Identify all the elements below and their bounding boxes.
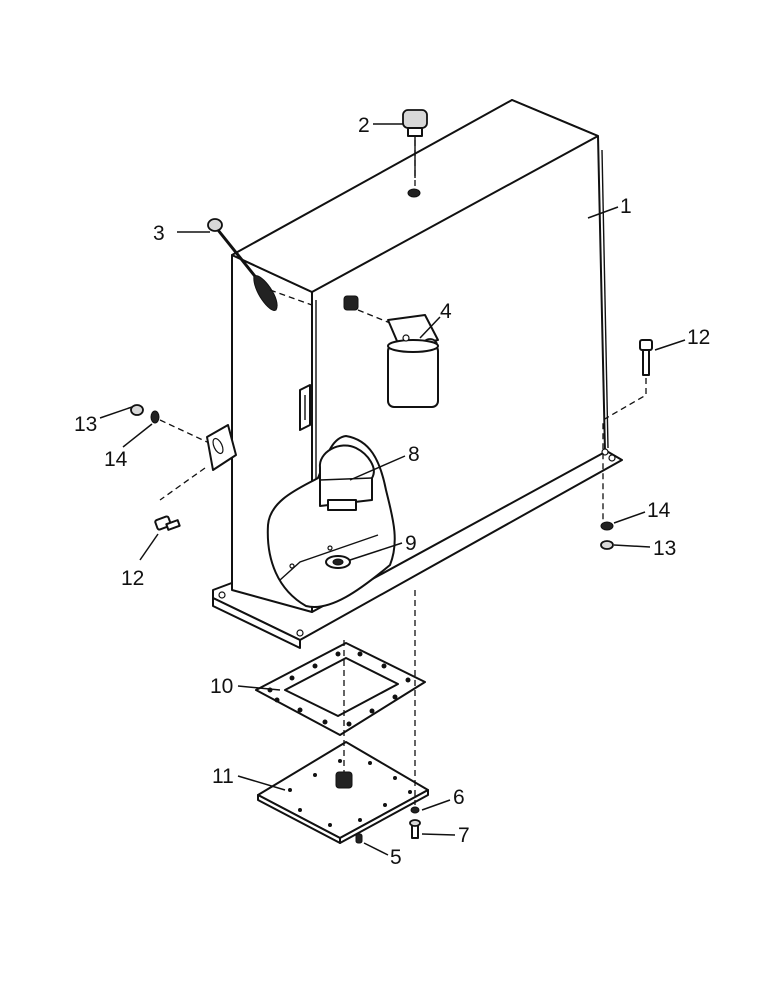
washer-6 bbox=[410, 806, 420, 814]
callout-12-right: 12 bbox=[687, 326, 710, 349]
callout-14-right: 14 bbox=[647, 499, 671, 522]
callout-7: 7 bbox=[458, 824, 470, 847]
return-filter bbox=[343, 295, 439, 408]
leader-lines bbox=[99, 123, 686, 856]
callout-10: 10 bbox=[210, 675, 233, 698]
callout-14-left: 14 bbox=[104, 448, 128, 471]
filler-cap bbox=[402, 109, 428, 188]
hydraulic-tank bbox=[206, 99, 623, 649]
callout-12-left: 12 bbox=[121, 567, 144, 590]
right-fastener-stack bbox=[600, 339, 653, 550]
callout-8: 8 bbox=[408, 443, 420, 466]
cover-plate bbox=[257, 640, 429, 844]
callout-9: 9 bbox=[405, 532, 417, 555]
suction-strainer bbox=[318, 444, 375, 511]
callout-1: 1 bbox=[620, 195, 632, 218]
tank-base-flange-edge bbox=[212, 597, 301, 649]
callout-2: 2 bbox=[358, 114, 370, 137]
callout-4: 4 bbox=[440, 300, 452, 323]
left-fastener-stack bbox=[130, 404, 208, 531]
flange-bolt-hole bbox=[608, 454, 616, 462]
screw-7 bbox=[409, 819, 421, 839]
breather-port bbox=[407, 188, 421, 198]
callout-13-right: 13 bbox=[653, 537, 676, 560]
flange-bolt-hole bbox=[296, 629, 304, 637]
callout-labels: 2 3 1 4 8 9 12 13 14 12 14 13 10 11 6 7 … bbox=[74, 114, 710, 869]
callout-13-left: 13 bbox=[74, 413, 97, 436]
gasket bbox=[255, 642, 426, 736]
flange-bolt-hole bbox=[218, 591, 226, 599]
internal-port bbox=[325, 555, 351, 569]
callout-3: 3 bbox=[153, 222, 165, 245]
level-gauge bbox=[207, 218, 313, 311]
callout-6: 6 bbox=[453, 786, 465, 809]
callout-11: 11 bbox=[212, 765, 234, 788]
drain-plug bbox=[355, 833, 363, 844]
callout-5: 5 bbox=[390, 846, 402, 869]
